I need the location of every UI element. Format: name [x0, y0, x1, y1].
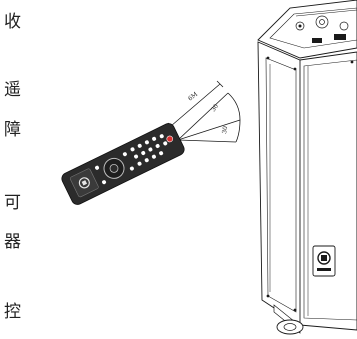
- remote-ok-button: [109, 163, 119, 173]
- remote-logo-mark: [81, 180, 88, 186]
- range-tick-end: [216, 80, 224, 88]
- angle-upper-label: 30: [210, 103, 220, 113]
- speaker-logo-icon: [317, 251, 331, 265]
- side-text-char: 器: [4, 232, 21, 252]
- screw-icon: [266, 56, 270, 60]
- side-text-char: 可: [4, 193, 21, 213]
- cone-lower-line: [177, 139, 237, 143]
- remote-button: [102, 180, 107, 185]
- speaker-cabinet: [257, 41, 357, 331]
- cone-center-line: [177, 119, 241, 141]
- speaker: [257, 0, 357, 335]
- side-text-char: 收: [4, 12, 21, 32]
- speaker-wheel-hub: [283, 323, 297, 331]
- remote-button: [137, 143, 142, 148]
- remote-logo-icon: [78, 177, 90, 189]
- remote-button: [122, 152, 127, 157]
- side-text-char: 控: [4, 302, 21, 322]
- speaker-front-panel: [303, 59, 357, 321]
- speaker-wheel: [276, 319, 304, 335]
- remote-button: [134, 154, 139, 159]
- speaker-logo-text-mark: [317, 268, 331, 271]
- remote-button: [159, 151, 164, 156]
- screw-icon: [293, 67, 297, 71]
- remote-button: [130, 147, 135, 152]
- cone-upper-arc: [227, 92, 241, 121]
- remote-button: [148, 147, 153, 152]
- remote-button: [137, 161, 142, 166]
- remote-button: [159, 134, 164, 139]
- speaker-knob-center: [298, 24, 302, 28]
- remote-button: [151, 154, 156, 159]
- screw-icon: [350, 60, 354, 64]
- signal-cone: [167, 80, 241, 143]
- side-text-char: 障: [4, 120, 21, 140]
- angle-lower-label: 30: [221, 125, 229, 134]
- speaker-control-slot: [334, 34, 346, 40]
- speaker-control-slot: [312, 38, 322, 43]
- speaker-knob: [339, 21, 349, 31]
- remote-button: [144, 140, 149, 145]
- side-text-char: 遥: [4, 80, 21, 100]
- speaker-top-rim: [269, 7, 357, 49]
- remote-button: [95, 165, 100, 170]
- remote-button: [144, 158, 149, 163]
- speaker-handle-line: [295, 9, 357, 17]
- remote-control: [61, 123, 185, 205]
- speaker-knob: [295, 21, 305, 31]
- cone-upper-line: [177, 92, 229, 141]
- screw-icon: [266, 294, 270, 298]
- remote-button: [163, 141, 168, 146]
- speaker-knob: [315, 15, 329, 29]
- cone-lower-arc: [235, 119, 241, 143]
- screw-icon: [293, 308, 297, 312]
- remote-button: [129, 166, 134, 171]
- range-dimension-line: [170, 83, 221, 127]
- remote-button: [141, 151, 146, 156]
- speaker-logo-mark: [321, 255, 327, 261]
- speaker-side-panel: [265, 57, 297, 313]
- range-label: 6M: [187, 91, 199, 103]
- remote-button: [155, 144, 160, 149]
- remote-power-button: [166, 135, 174, 143]
- speaker-knob-center: [319, 19, 325, 25]
- remote-button: [152, 136, 157, 141]
